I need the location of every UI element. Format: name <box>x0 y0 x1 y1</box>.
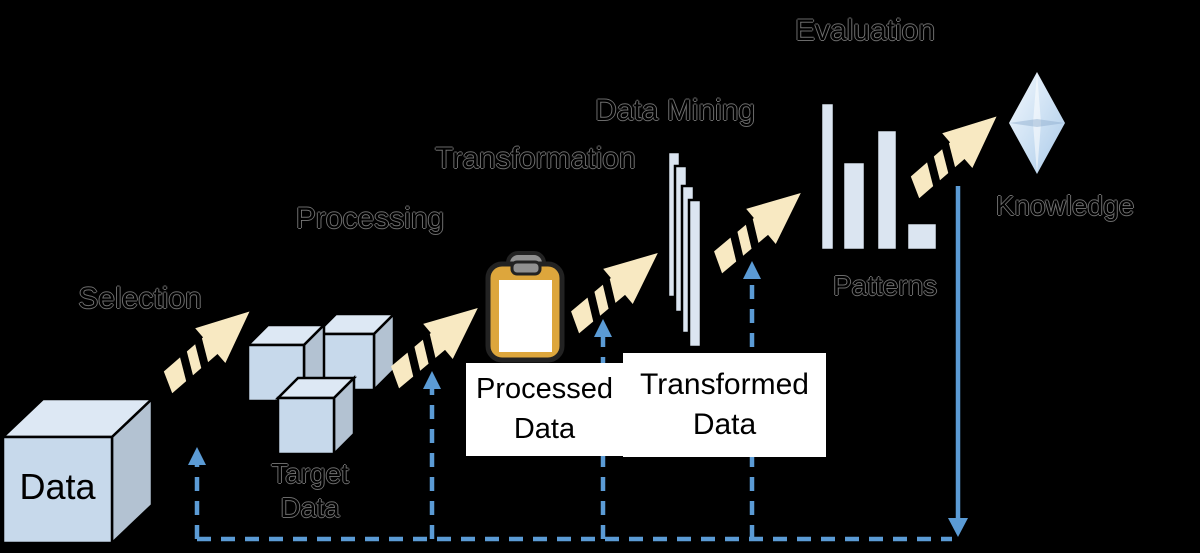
transformed-data-line1: Transformed <box>640 367 809 401</box>
processed-data-line1: Processed <box>475 373 613 406</box>
striped-arrow-icon <box>163 311 250 394</box>
document-stack-icon <box>666 150 703 349</box>
target-data-label-line2: Data <box>280 492 340 523</box>
knowledge-label: Knowledge <box>995 190 1135 221</box>
striped-arrow-icon <box>571 253 658 334</box>
stage-label-processing: Processing <box>295 202 445 235</box>
patterns-label: Patterns <box>832 270 938 301</box>
striped-arrow-icon <box>714 193 801 274</box>
striped-arrow-icon <box>391 308 478 389</box>
processed-data-label-box: Processed Data <box>466 363 623 456</box>
processed-data-line2: Data <box>513 412 576 445</box>
cube-icon <box>0 396 156 546</box>
transformed-data-line2: Data <box>692 408 757 441</box>
stage-label-transformation: Transformation <box>435 142 636 175</box>
stage-label-evaluation: Evaluation <box>794 14 936 47</box>
clipboard-icon <box>485 251 565 363</box>
transformed-data-label-box: Transformed Data <box>623 353 826 457</box>
striped-arrow-icon <box>910 116 997 199</box>
stage-label-data-mining: Data Mining <box>595 94 756 127</box>
diamond-icon <box>1009 72 1065 174</box>
bar-chart-icon <box>819 101 939 252</box>
target-data-label-line1: Target <box>271 458 349 489</box>
stage-label-selection: Selection <box>78 282 202 315</box>
data-cube-label: Data <box>19 466 96 507</box>
